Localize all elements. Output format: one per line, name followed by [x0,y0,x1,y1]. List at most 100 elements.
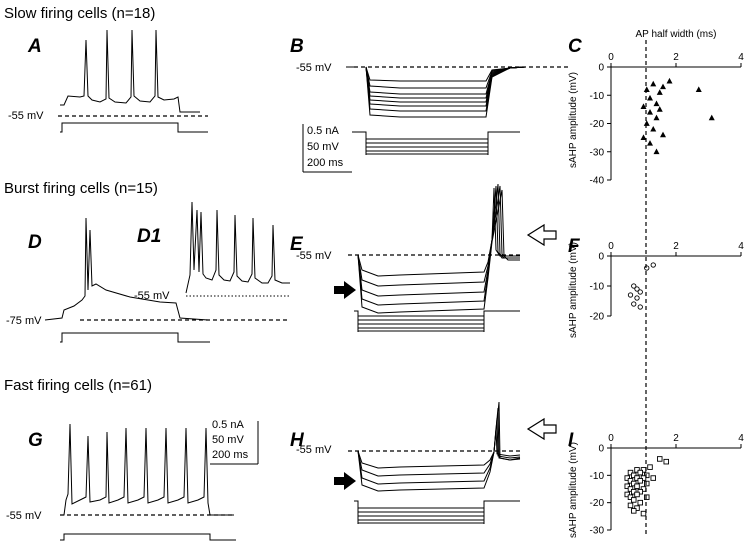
panel-label-e: E [290,234,304,255]
data-point-triangle [653,100,660,107]
y-tick-label-c: -10 [590,91,605,102]
data-point-circle [631,283,637,289]
y-tick-label-i: -10 [590,471,605,482]
data-point-square [631,508,637,514]
trace-panel-g [60,423,236,541]
data-point-triangle [647,140,653,146]
open-arrow-h [526,417,557,441]
data-point-square [647,464,653,470]
scale-current-b: 0.5 nA [307,125,339,137]
data-point-triangle [640,103,647,109]
label-vm-e: -55 mV [296,250,332,262]
data-point-circle [634,286,640,292]
y-tick-label-f: 0 [598,252,604,263]
trace-panel-b [346,66,570,155]
trace-panel-e [348,183,520,332]
data-point-square [637,469,644,476]
data-point-circle [637,304,643,310]
section-title-fast: Fast firing cells (n=61) [4,377,152,394]
filled-arrow-h [334,472,356,490]
section-title-burst: Burst firing cells (n=15) [4,180,158,197]
panel-label-d1: D1 [137,226,161,247]
y-tick-label-i: -20 [590,498,605,509]
x-tick-label-f: 2 [673,241,679,252]
y-tick-label-f: -20 [590,312,605,323]
scale-time-b: 200 ms [307,157,344,169]
label-vm-d: -75 mV [6,315,42,327]
data-point-triangle [640,134,647,141]
y-tick-label-f: -10 [590,282,605,293]
data-point-triangle [650,80,657,87]
y-tick-label-i: 0 [598,444,604,455]
panel-label-d: D [28,232,42,253]
data-point-square [634,491,640,498]
data-point-triangle [647,109,653,115]
y-tick-label-c: -40 [590,176,605,187]
x-axis-label-c: AP half width (ms) [636,29,717,40]
data-point-triangle [653,114,660,121]
y-tick-label-c: -30 [590,147,605,158]
data-point-square [637,499,644,506]
data-point-triangle [695,86,702,92]
data-point-square [650,475,657,481]
x-tick-label-i: 2 [673,433,679,444]
x-tick-label-i: 0 [608,433,614,444]
data-point-triangle [656,89,663,95]
scale-voltage-g: 50 mV [212,434,244,446]
panel-label-i: I [568,430,574,451]
label-vm-h: -55 mV [296,444,332,456]
label-vm-d1: -55 mV [134,290,170,302]
data-point-triangle [656,106,663,112]
data-point-triangle [647,94,653,101]
data-point-circle [634,295,640,301]
x-tick-label-f: 0 [608,241,614,252]
data-point-square [627,502,634,509]
scale-voltage-b: 50 mV [307,141,339,153]
data-point-circle [644,265,650,271]
data-point-square [634,483,640,490]
trace-panel-a [58,29,208,133]
panel-label-a: A [27,36,42,57]
panel-label-h: H [290,430,305,451]
data-point-triangle [653,148,660,155]
open-arrow-e [526,223,557,247]
data-point-triangle [666,77,673,84]
panel-label-g: G [28,430,43,451]
data-point-triangle [643,120,650,126]
x-tick-label-c: 2 [673,52,679,63]
data-point-square [637,478,644,484]
panel-label-b: B [290,36,304,57]
y-axis-label-c: sAHP amplitude (mV) [568,72,579,168]
x-tick-label-f: 4 [738,241,744,252]
scale-time-g: 200 ms [212,449,249,461]
data-point-circle [631,301,637,307]
y-tick-label-i: -30 [590,526,605,537]
data-point-triangle [660,131,666,138]
filled-arrow-e [334,281,356,299]
panel-label-c: C [568,36,582,57]
data-point-triangle [708,114,715,121]
x-tick-label-c: 0 [608,52,614,63]
x-tick-label-i: 4 [738,433,744,444]
y-tick-label-c: -20 [590,119,605,130]
scale-bar-g [210,421,259,465]
panel-label-f: F [568,236,581,257]
trace-panel-d1 [185,201,290,297]
label-vm-a: -55 mV [8,110,44,122]
data-point-square [640,510,647,517]
label-vm-g: -55 mV [6,510,42,522]
data-point-square [644,494,650,500]
y-axis-label-i: sAHP amplitude (mV) [568,442,579,538]
scatter-plot-i: 0 2 4 0 -10 -20 -30 sAHP amplitude (mV) [568,433,744,538]
data-point-triangle [660,83,666,90]
data-point-circle [627,292,634,298]
trace-panel-d [44,217,290,343]
label-vm-b: -55 mV [296,62,332,74]
data-point-triangle [643,86,650,92]
scale-current-g: 0.5 nA [212,419,244,431]
y-tick-label-c: 0 [598,63,604,74]
section-title-slow: Slow firing cells (n=18) [4,5,155,22]
